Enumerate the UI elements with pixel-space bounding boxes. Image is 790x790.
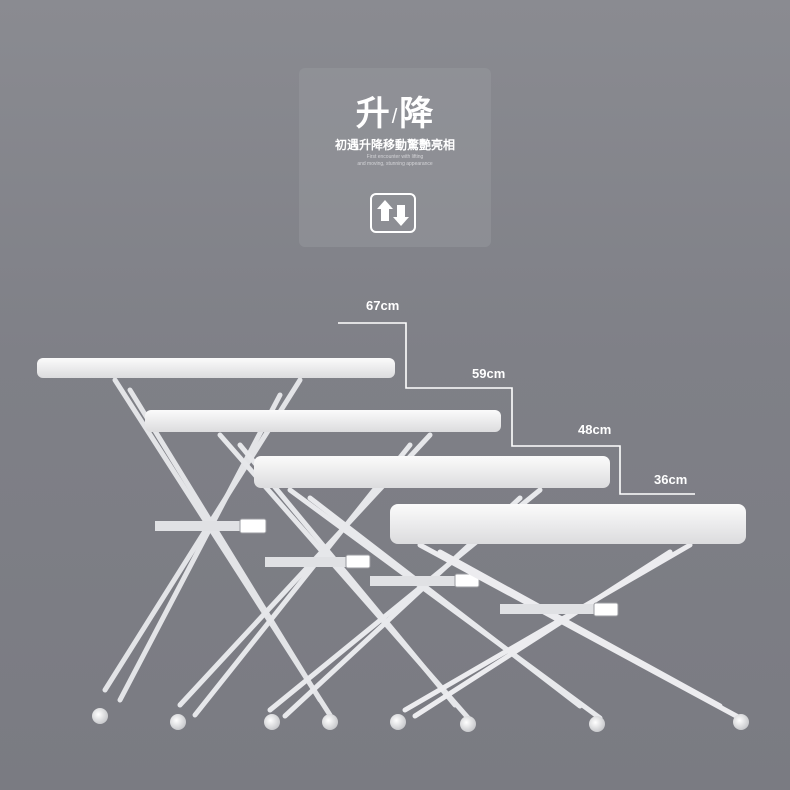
height-label-59: 59cm bbox=[472, 366, 506, 381]
fine-print: First encounter with lifting and moving,… bbox=[329, 154, 461, 168]
header-panel: 升/降 初遇升降移動驚艷亮相 First encounter with lift… bbox=[299, 68, 491, 247]
title-separator: / bbox=[391, 106, 399, 128]
table-67cm bbox=[37, 358, 395, 730]
table-48cm bbox=[254, 456, 610, 732]
height-label-48: 48cm bbox=[578, 422, 612, 437]
title-right: 降 bbox=[399, 95, 435, 133]
height-label-67: 67cm bbox=[366, 298, 400, 313]
subtitle: 初遇升降移動驚艷亮相 bbox=[334, 138, 455, 152]
title-left: 升 bbox=[355, 95, 391, 133]
height-label-36: 36cm bbox=[654, 472, 688, 487]
up-down-arrows-icon bbox=[370, 193, 416, 233]
height-step-line bbox=[338, 322, 695, 495]
fine-print-line-2: and moving, stunning appearance bbox=[357, 161, 433, 167]
fine-print-line-1: First encounter with lifting bbox=[366, 154, 424, 160]
table-36cm bbox=[390, 504, 749, 730]
title: 升/降 bbox=[299, 86, 491, 135]
